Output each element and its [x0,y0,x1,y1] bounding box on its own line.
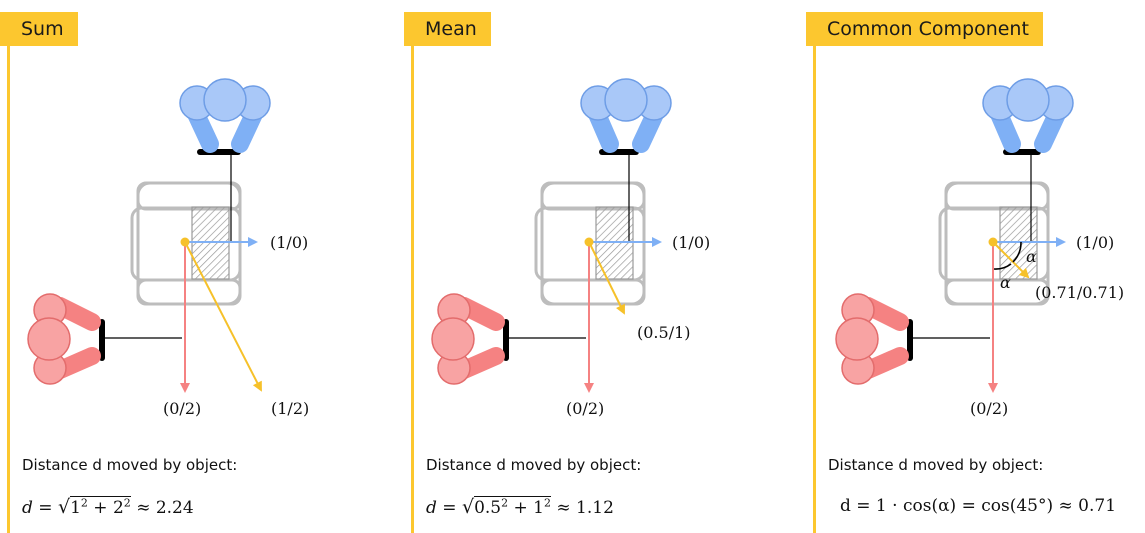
alpha-label: α [1026,247,1037,266]
panel-title: Mean [404,12,491,46]
accent-rail [813,46,816,533]
yellow-vector-arrow [184,241,262,392]
accent-rail [7,46,10,533]
description-text: Distance d moved by object: [426,456,642,474]
diagram-sum: (1/0) (0/2) (1/2) [27,78,309,418]
formula: d = √0.52 + 12 ≈ 1.12 [426,496,614,518]
panel-title: Common Component [806,12,1043,46]
red-vector-label: (0/2) [566,399,604,418]
alpha-label: α [1000,273,1011,292]
chair [130,181,242,306]
red-person-icon [835,293,990,385]
red-vector-label: (0/2) [163,399,201,418]
yellow-vector-label: (0.5/1) [637,323,691,342]
panel-mean: Mean [404,0,734,533]
blue-person-icon [179,78,271,242]
yellow-vector-label: (1/2) [271,399,309,418]
blue-vector-label: (1/0) [1076,233,1114,252]
formula: d = √12 + 22 ≈ 2.24 [22,496,194,518]
panel-sum: Sum [0,0,330,533]
angle-arc-top [1012,241,1022,263]
description-text: Distance d moved by object: [22,456,238,474]
yellow-vector-arrow [992,241,1030,279]
formula: d = 1 · cos(α) = cos(45°) ≈ 0.71 [840,496,1117,516]
red-person-icon [27,293,182,385]
panel-common-component: Common Component [806,0,1136,533]
yellow-vector-label: (0.71/0.71) [1035,283,1124,302]
red-person-icon [431,293,586,385]
panel-title: Sum [0,12,78,46]
accent-rail [411,46,414,533]
object-center-dot [988,237,998,247]
object-center-dot [180,237,190,247]
diagram-common-component: (1/0) (0/2) (0.71/0.71) α α [835,78,1124,418]
blue-person-icon [982,78,1074,242]
angle-arc-bottom [993,263,1012,270]
blue-vector-label: (1/0) [672,233,710,252]
diagram-mean: (1/0) (0/2) (0.5/1) [431,78,710,418]
description-text: Distance d moved by object: [828,456,1044,474]
blue-person-icon [580,78,672,242]
yellow-vector-arrow [588,241,625,315]
blue-vector-label: (1/0) [270,233,308,252]
red-vector-label: (0/2) [970,399,1008,418]
object-center-dot [584,237,594,247]
